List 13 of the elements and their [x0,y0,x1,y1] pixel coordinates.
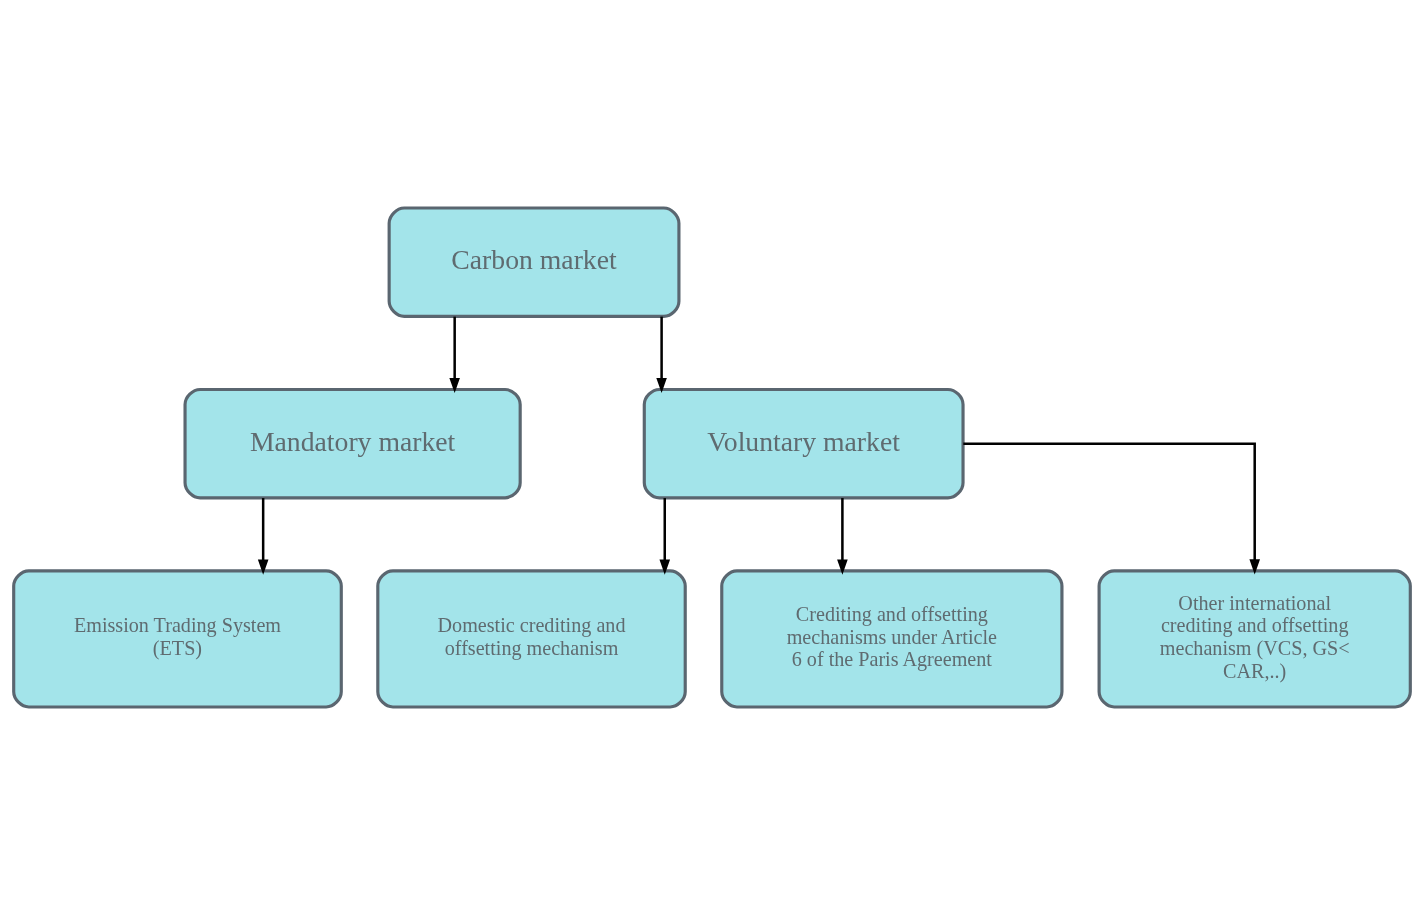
node-box: Other international crediting and offsetting mechanism (VCS, GS< CAR,..) [1097,568,1412,709]
node-box: Emission Trading System (ETS) [12,568,343,709]
arrow [656,316,667,393]
node-box: Carbon market [387,205,681,318]
node-box: Voluntary market [642,387,965,499]
arrow [257,497,269,575]
arrow [449,316,460,393]
node-box: Crediting and offsetting mechanisms under Article 6 of the Paris Agreement [720,568,1064,709]
arrow [963,441,1260,574]
node-box: Domestic crediting and offsetting mechanism [376,568,687,709]
arrow [837,497,848,575]
node-box: Mandatory market [183,387,522,499]
arrow [659,497,671,575]
